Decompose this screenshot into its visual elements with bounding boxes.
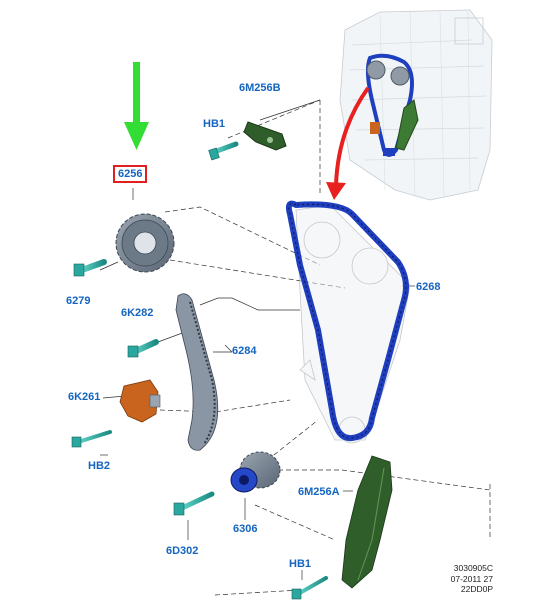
label-6268: 6268	[416, 281, 441, 293]
label-HB1-bottom: HB1	[289, 558, 312, 570]
label-6K261: 6K261	[68, 391, 101, 403]
label-6D302: 6D302	[166, 545, 199, 557]
bolt-HB1-top	[208, 141, 239, 161]
bolt-6D302	[173, 491, 215, 516]
reference-line-3: 22DD0P	[460, 584, 493, 594]
timing-drive-ghost	[295, 204, 411, 444]
reference-line-1: 3030905C	[453, 563, 493, 573]
engine-timing-chain-detail	[365, 53, 419, 157]
red-arrow-icon	[326, 86, 370, 200]
sprocket-6256	[115, 213, 175, 273]
tensioner-6K261	[119, 379, 161, 423]
guide-rail-6284	[175, 293, 219, 451]
label-HB1-top: HB1	[203, 118, 226, 130]
label-6K282: 6K282	[121, 307, 154, 319]
engine-block-illustration	[339, 9, 493, 201]
bolt-HB2	[71, 430, 112, 448]
label-6306: 6306	[233, 523, 258, 535]
diagram-reference-code: 3030905C 07-2011 27 22DD0P	[451, 563, 493, 595]
part-6M256B-guide	[243, 121, 287, 151]
leader-lines	[99, 99, 491, 596]
green-arrow-icon	[124, 62, 149, 150]
label-6M256B: 6M256B	[239, 82, 281, 94]
chain-links	[288, 203, 407, 439]
label-6284: 6284	[232, 345, 257, 357]
bolt-6279	[73, 259, 107, 277]
bolt-HB1-bottom	[291, 576, 328, 600]
label-6M256A: 6M256A	[298, 486, 340, 498]
bolt-6K282	[127, 339, 159, 358]
sprocket-6306	[230, 451, 281, 493]
label-HB2: HB2	[88, 460, 111, 472]
label-6279: 6279	[66, 295, 91, 307]
label-6256-highlighted: 6256	[113, 165, 148, 183]
guide-6M256A	[341, 455, 393, 589]
reference-line-2: 07-2011 27	[450, 573, 493, 584]
